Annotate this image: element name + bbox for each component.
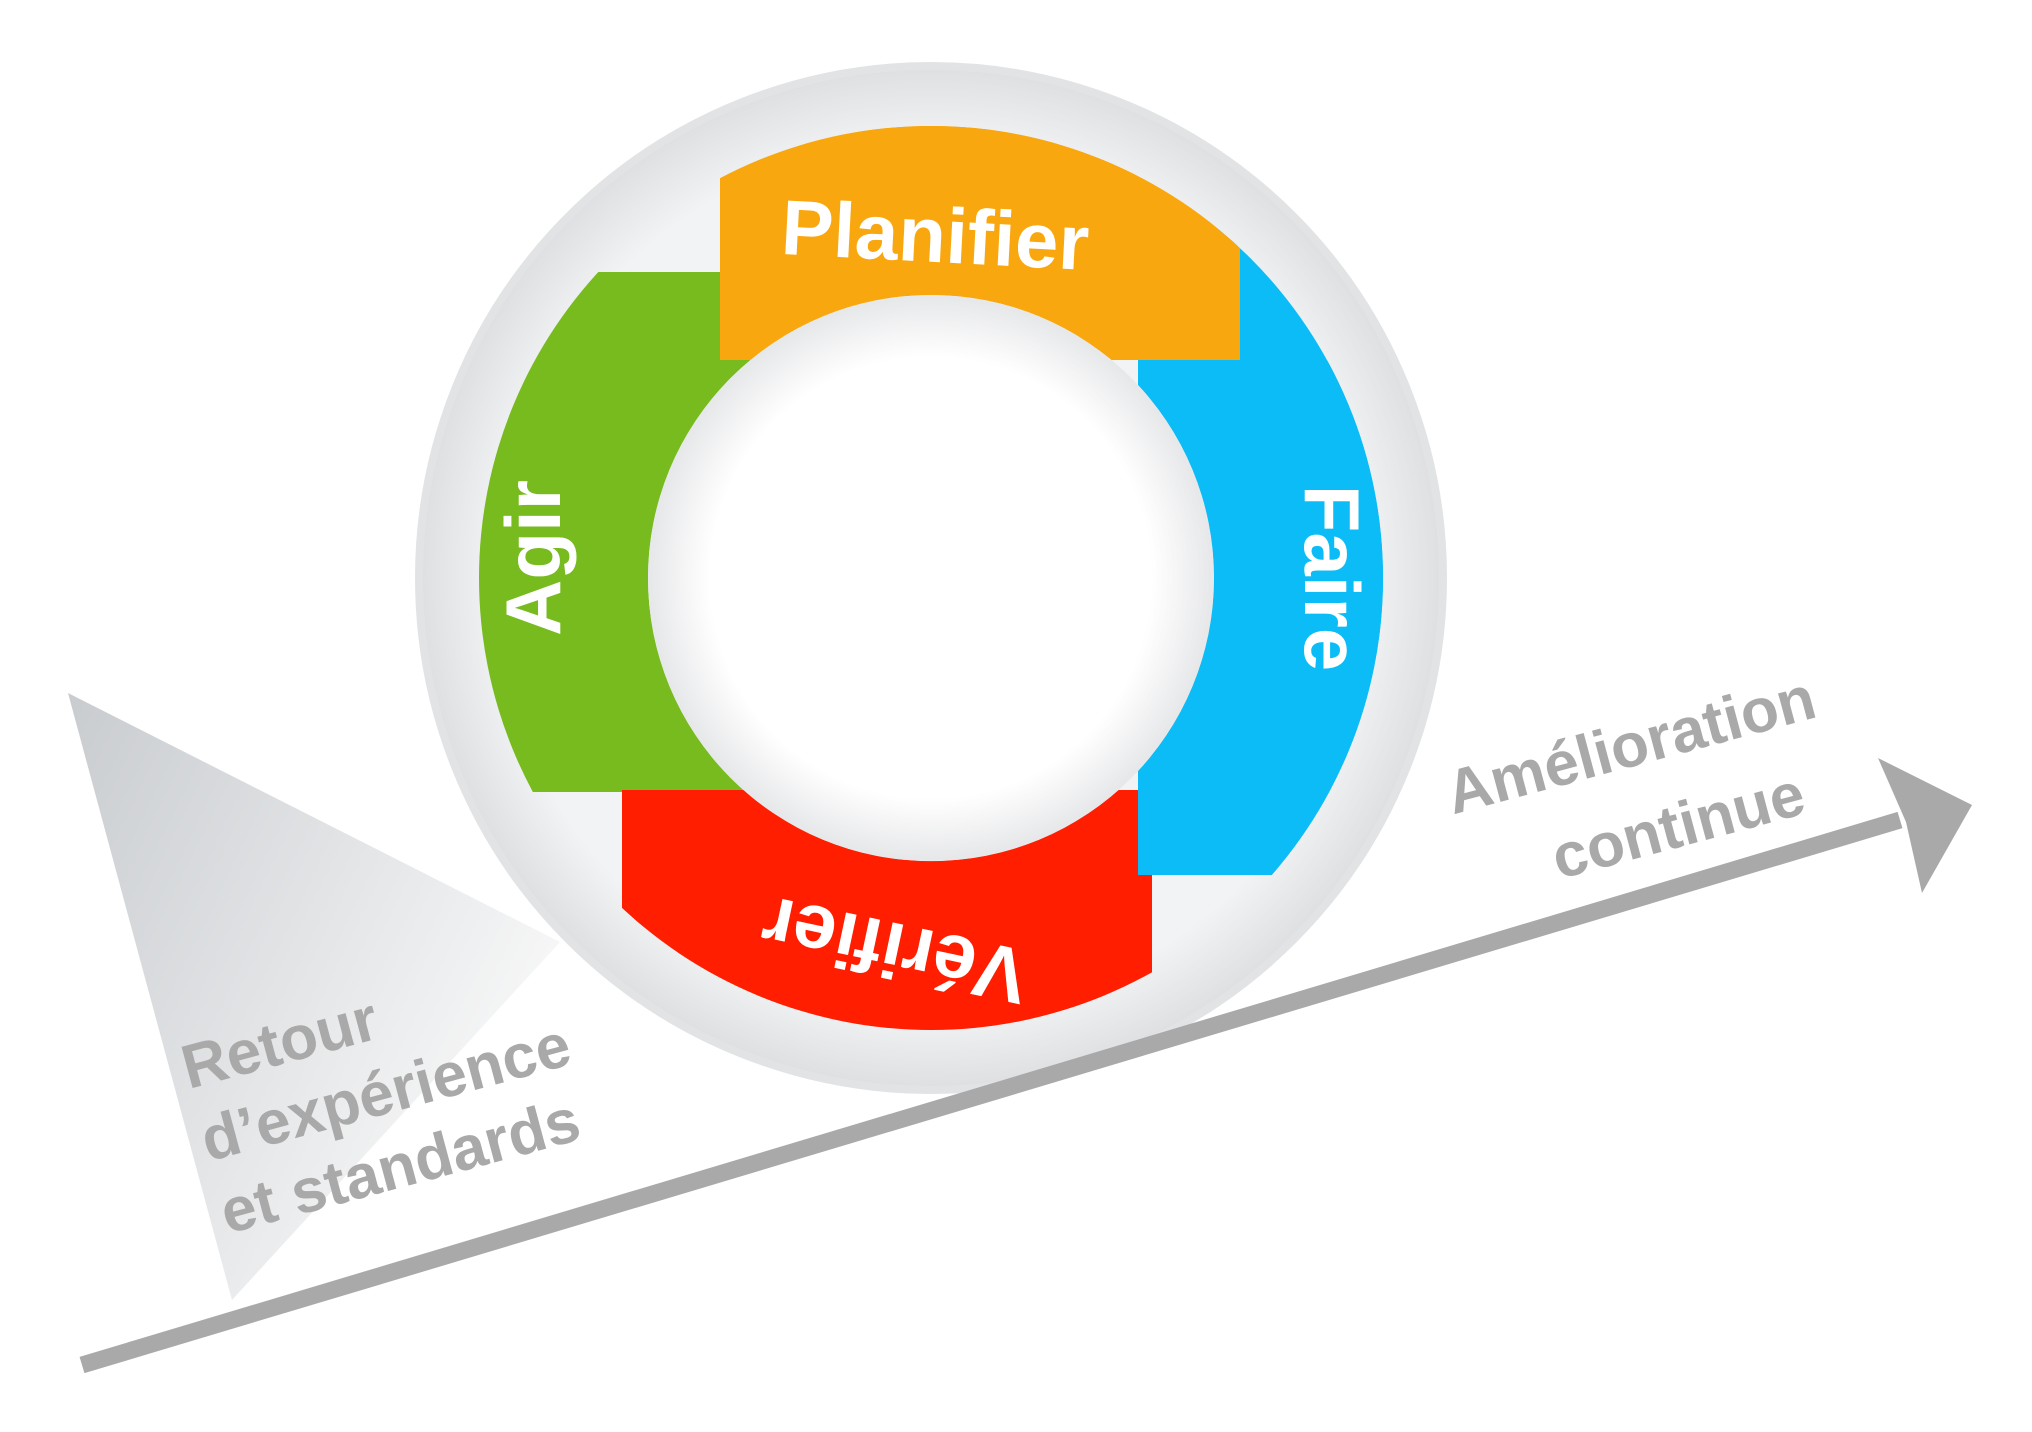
feedback-wedge (68, 693, 560, 1300)
label-plan: Planifier (779, 183, 1091, 287)
arrow-label: Amélioration continue (1439, 663, 1823, 893)
inner-hole (721, 368, 1141, 788)
label-act: Agir (489, 480, 577, 636)
improvement-arrow (79, 758, 1972, 1374)
label-do: Faire (1288, 485, 1376, 671)
arrow-shaft (79, 811, 1903, 1374)
arrow-head (1878, 758, 1972, 893)
